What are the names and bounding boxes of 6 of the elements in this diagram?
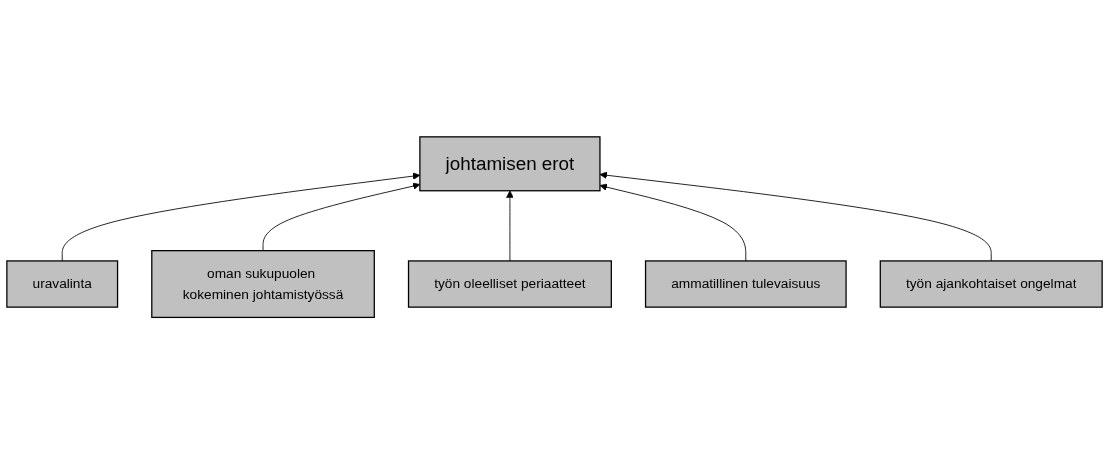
node-box: työn ajankohtaiset ongelmat <box>879 260 1103 309</box>
node-box: uravalinta <box>6 260 119 309</box>
node-box: oman sukupuolen kokeminen johtamistyössä <box>151 250 375 319</box>
node-box: ammatillinen tulevaisuus <box>644 260 847 309</box>
node-box: johtamisen erot <box>419 136 601 192</box>
node-box: työn oleelliset periaatteet <box>407 260 612 309</box>
